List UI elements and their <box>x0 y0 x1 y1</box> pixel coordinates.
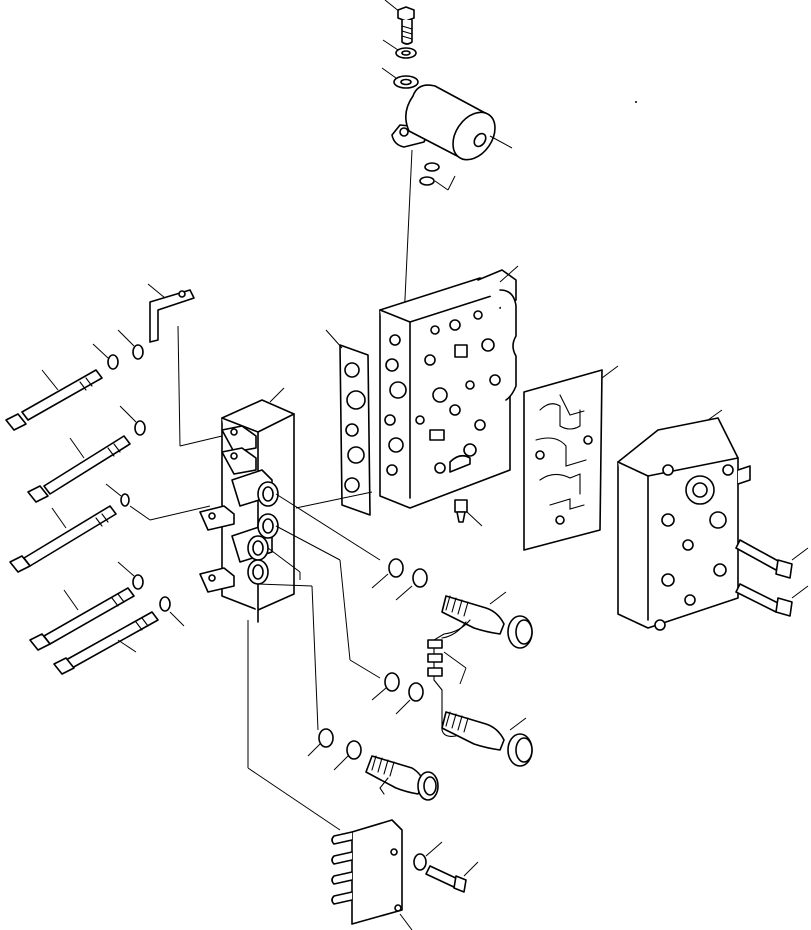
wiring-harness <box>427 619 471 737</box>
o-ring-pair-1 <box>371 558 428 601</box>
bolt-left-3 <box>9 505 117 573</box>
bracket-top <box>147 283 223 447</box>
washer-left-2 <box>92 343 119 370</box>
plug <box>454 499 483 527</box>
align-line-2 <box>275 525 341 561</box>
align-line-11 <box>247 767 341 831</box>
top-lock-washer <box>381 67 419 89</box>
align-line-9 <box>295 491 373 509</box>
top-solenoid-valve <box>391 84 513 161</box>
o-ring-pair-3 <box>307 728 362 771</box>
washer-left-1 <box>117 329 144 360</box>
top-bolt <box>384 0 415 45</box>
bolt-left-2 <box>27 435 131 503</box>
bolt-left-5 <box>53 611 159 675</box>
cover-plate <box>617 409 751 631</box>
comb-bolt <box>425 861 479 893</box>
align-line-5 <box>267 547 301 573</box>
align-line-1 <box>275 493 381 561</box>
pressure-switch-lower <box>441 711 533 767</box>
lock-washer-left <box>105 483 211 521</box>
bolt-left-4 <box>29 587 135 651</box>
manifold-block <box>199 387 295 623</box>
separator-plate <box>523 365 619 551</box>
comb-washer <box>413 841 443 871</box>
cover-bolt-lower <box>735 583 809 617</box>
gasket-left <box>325 329 371 516</box>
center-axis-line <box>403 149 413 321</box>
washer-left-4 <box>117 561 144 590</box>
valve-body <box>379 265 519 509</box>
align-line-4 <box>349 659 381 679</box>
align-line-8 <box>311 585 319 731</box>
washer-left-5 <box>159 596 185 627</box>
small-o-rings <box>419 162 456 191</box>
cover-bolt-upper <box>735 539 809 579</box>
bolt-left-1 <box>5 369 103 431</box>
align-line-3 <box>339 559 351 661</box>
washer-left-3 <box>119 405 146 436</box>
o-ring-pair-2 <box>371 672 424 715</box>
pressure-switch-upper <box>441 591 533 649</box>
stray-mark <box>635 101 637 103</box>
retainer-comb <box>331 819 413 930</box>
align-line-7 <box>257 583 313 587</box>
solenoid-valve-lower <box>365 755 439 801</box>
top-washer <box>382 39 417 59</box>
